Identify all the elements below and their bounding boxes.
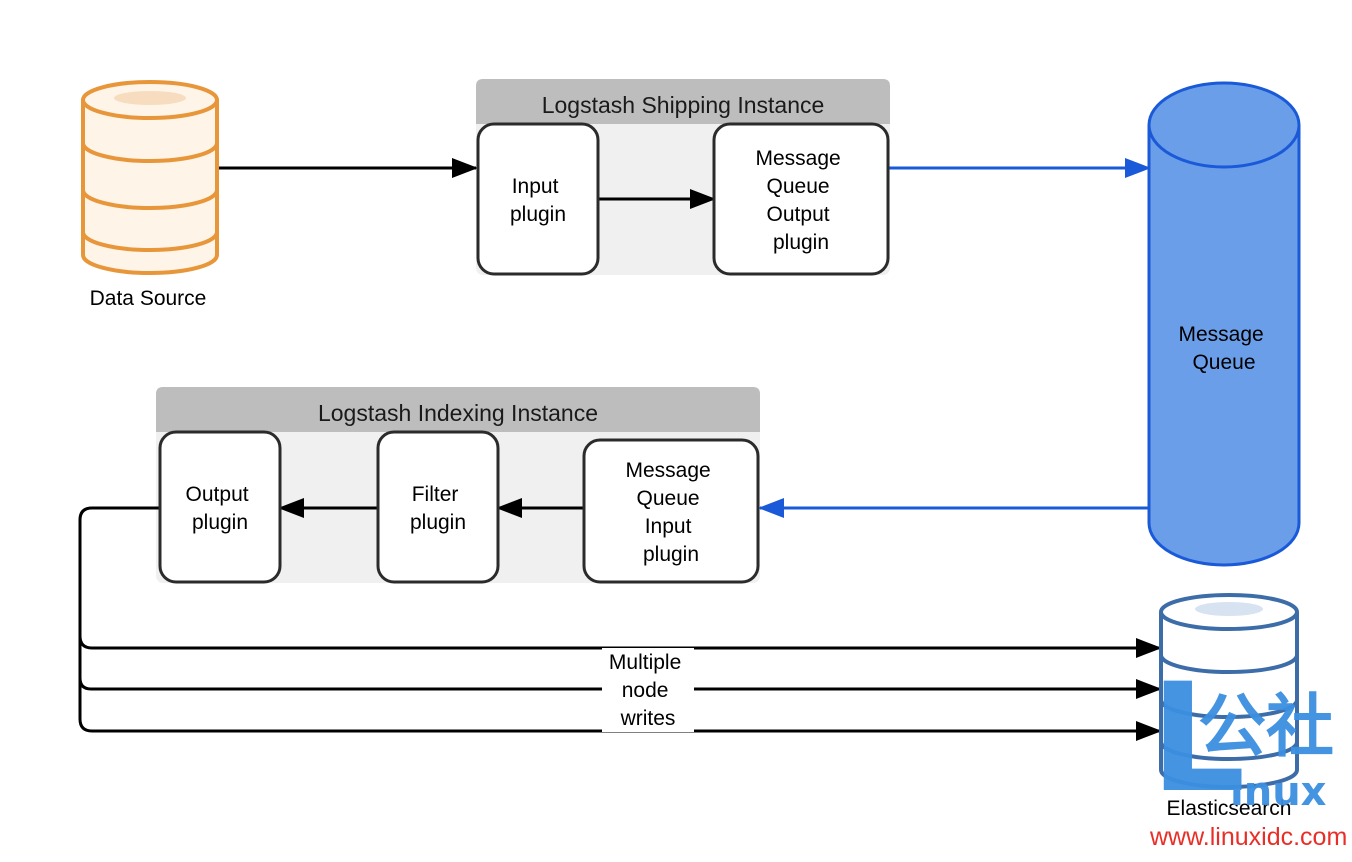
filter-plugin-node: Filter plugin	[376, 430, 500, 584]
message-queue-line-1: Message	[1178, 323, 1263, 346]
filter-plugin-label: Filter plugin	[410, 483, 466, 534]
mq-input-line-1: Message	[625, 459, 710, 482]
elasticsearch-node: Elasticsearch	[1159, 593, 1299, 820]
shipping-group-header	[476, 79, 890, 124]
mq-input-line-4: plugin	[643, 543, 699, 566]
output-plugin-line-1: Output	[186, 483, 249, 506]
message-queue-line-2: Queue	[1192, 351, 1255, 374]
watermark-chinese: 公社	[1198, 688, 1334, 767]
watermark-url: www.linuxidc.com	[1149, 823, 1347, 851]
output-plugin-line-2: plugin	[192, 511, 248, 534]
mq-output-plugin-label: Message Queue Output plugin	[755, 147, 846, 254]
mq-input-line-3: Input	[645, 515, 692, 538]
filter-plugin-line-2: plugin	[410, 511, 466, 534]
multi-write-label-bg	[602, 648, 694, 732]
output-plugin-node: Output plugin	[158, 430, 282, 584]
edges: Multiple node writes	[78, 158, 1162, 741]
message-queue-node: Message Queue	[1147, 81, 1301, 567]
multi-write-label-line-2: node	[622, 679, 669, 702]
elasticsearch-label: Elasticsearch	[1167, 797, 1292, 820]
input-plugin-line-2: plugin	[510, 203, 566, 226]
indexing-group-title: Logstash Indexing Instance	[318, 400, 598, 426]
multi-write-label-line-1: Multiple	[609, 651, 681, 674]
indexing-group-header	[156, 387, 760, 432]
mq-output-line-4: plugin	[773, 231, 829, 254]
edge-output-to-es-1	[78, 506, 1162, 658]
mq-input-plugin-node: Message Queue Input plugin	[582, 438, 760, 584]
input-plugin-label: Input plugin	[510, 175, 566, 226]
input-plugin-node: Input plugin	[476, 122, 600, 276]
mq-input-line-2: Queue	[637, 487, 700, 510]
data-source-node: Data Source	[81, 80, 219, 310]
mq-output-line-3: Output	[767, 203, 830, 226]
mq-output-line-2: Queue	[767, 175, 830, 198]
filter-plugin-line-1: Filter	[412, 483, 459, 506]
data-source-label: Data Source	[90, 287, 207, 310]
watermark-letter-l: L	[1150, 652, 1246, 826]
mq-input-plugin-label: Message Queue Input plugin	[625, 459, 716, 566]
multi-write-label-line-3: writes	[620, 707, 676, 730]
edge-output-to-es-3	[78, 660, 1162, 741]
input-plugin-line-1: Input	[512, 175, 559, 198]
mq-output-plugin-node: Message Queue Output plugin	[712, 122, 890, 276]
shipping-group-title: Logstash Shipping Instance	[542, 92, 825, 118]
mq-output-line-1: Message	[755, 147, 840, 170]
watermark-inux: inux	[1230, 769, 1327, 815]
message-queue-label: Message Queue	[1178, 323, 1269, 374]
output-plugin-label: Output plugin	[186, 483, 255, 534]
multi-write-label: Multiple node writes	[609, 651, 687, 730]
watermark-logo: L 公社 inux www.linuxidc.com	[1149, 652, 1347, 851]
